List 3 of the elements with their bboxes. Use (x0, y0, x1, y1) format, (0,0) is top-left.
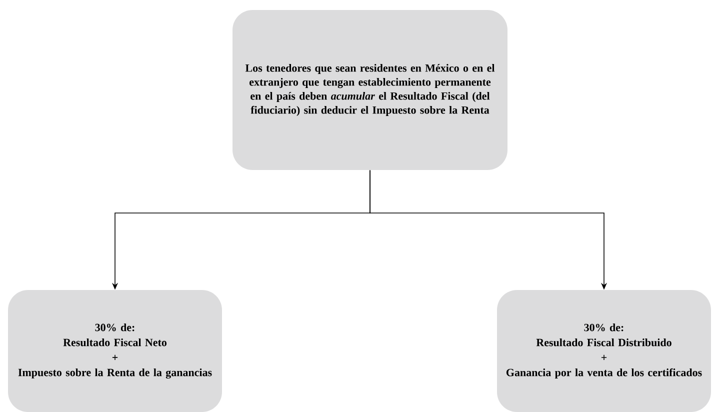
rounded-box: 30% de: Resultado Fiscal Distribuido + Ganancia por la venta de los certificados (497, 290, 711, 412)
rounded-box: 30% de: Resultado Fiscal Neto + Impuesto sobre la Renta de la ganancias (8, 290, 222, 412)
rounded-box: Los tenedores que sean residentes en México o en el extranjero que tengan establecimiento permanente en el país deben acumular el Resultado Fiscal (del fiduciario) sin deducir el Impuesto sobre la Renta (232, 10, 508, 170)
